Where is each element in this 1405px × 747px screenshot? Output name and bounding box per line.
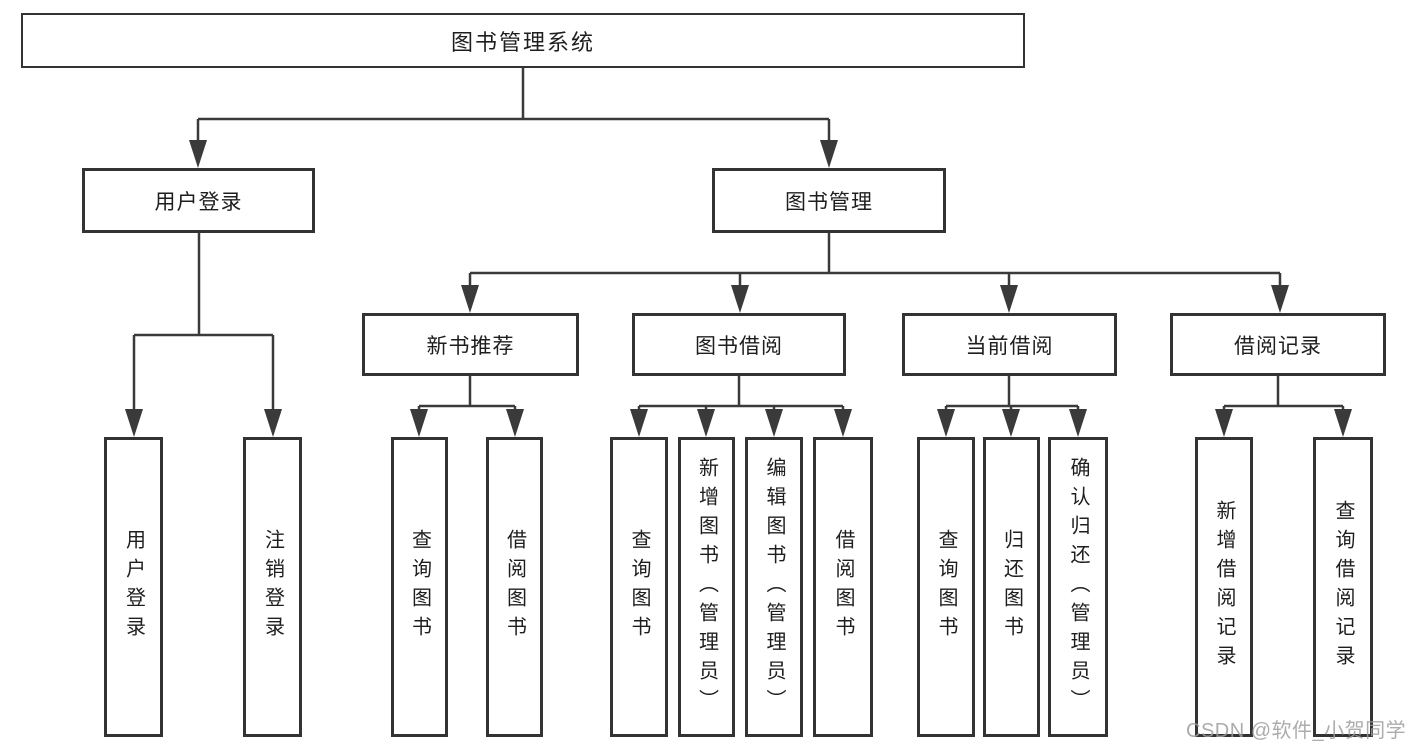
node-borrow-records-label: 借阅记录 [1234,334,1322,358]
leaf-current-return-books-label: 归还图书 [1000,529,1023,645]
node-book-management: 图书管理 [712,168,946,233]
leaf-records-query-record: 查询借阅记录 [1313,437,1373,737]
leaf-borrow-borrow-books: 借阅图书 [813,437,873,737]
leaf-rec-borrow-books-label: 借阅图书 [503,529,526,645]
leaf-user-login-label: 用户登录 [122,529,145,645]
connector-current-borrow-to-leaves [937,376,1087,437]
node-user-login-label: 用户登录 [154,190,243,214]
node-new-book-recommend-label: 新书推荐 [426,334,515,358]
node-book-borrow-label: 图书借阅 [695,334,783,358]
leaf-current-query-books-label: 查询图书 [935,529,957,645]
leaf-current-query-books: 查询图书 [917,437,975,737]
node-current-borrow-label: 当前借阅 [965,334,1054,358]
node-new-book-recommend: 新书推荐 [362,313,579,376]
leaf-records-add-record: 新增借阅记录 [1195,437,1253,737]
connector-new-rec-to-leaves [410,376,524,437]
node-borrow-records: 借阅记录 [1170,313,1386,376]
leaf-rec-query-books-label: 查询图书 [408,529,431,645]
node-current-borrow: 当前借阅 [902,313,1117,376]
node-root-system-label: 图书管理系统 [450,29,595,55]
leaf-borrow-add-books-admin: 新增图书（管理员） [678,437,735,737]
leaf-current-return-books: 归还图书 [983,437,1040,737]
leaf-logout-label: 注销登录 [261,529,284,645]
leaf-borrow-query-books: 查询图书 [610,437,668,737]
connector-user-login-to-leaves [125,233,282,437]
leaf-borrow-edit-books-admin: 编辑图书（管理员） [745,437,803,737]
node-root-system: 图书管理系统 [21,13,1025,68]
node-book-management-label: 图书管理 [785,190,873,214]
leaf-borrow-query-books-label: 查询图书 [628,529,650,645]
leaf-records-query-record-label: 查询借阅记录 [1332,500,1354,674]
leaf-borrow-borrow-books-label: 借阅图书 [832,529,854,645]
leaf-current-confirm-return-admin: 确认归还（管理员） [1048,437,1108,737]
connector-book-borrow-to-leaves [630,376,852,437]
leaf-current-confirm-return-admin-label: 确认归还（管理员） [1067,456,1089,718]
leaf-borrow-edit-books-admin-label: 编辑图书（管理员） [763,456,785,718]
node-user-login: 用户登录 [82,168,315,233]
connector-book-mgmt-to-level3 [461,233,1289,313]
leaf-rec-borrow-books: 借阅图书 [486,437,543,737]
leaf-rec-query-books: 查询图书 [391,437,448,737]
leaf-records-add-record-label: 新增借阅记录 [1213,500,1235,674]
csdn-watermark: CSDN @软件_小贺同学 [1186,720,1405,742]
connector-borrow-records-to-leaves [1215,376,1352,437]
leaf-user-login: 用户登录 [104,437,163,737]
leaf-logout: 注销登录 [243,437,302,737]
leaf-borrow-add-books-admin-label: 新增图书（管理员） [695,456,718,718]
node-book-borrow: 图书借阅 [632,313,846,376]
connector-root-to-level2 [189,68,838,168]
